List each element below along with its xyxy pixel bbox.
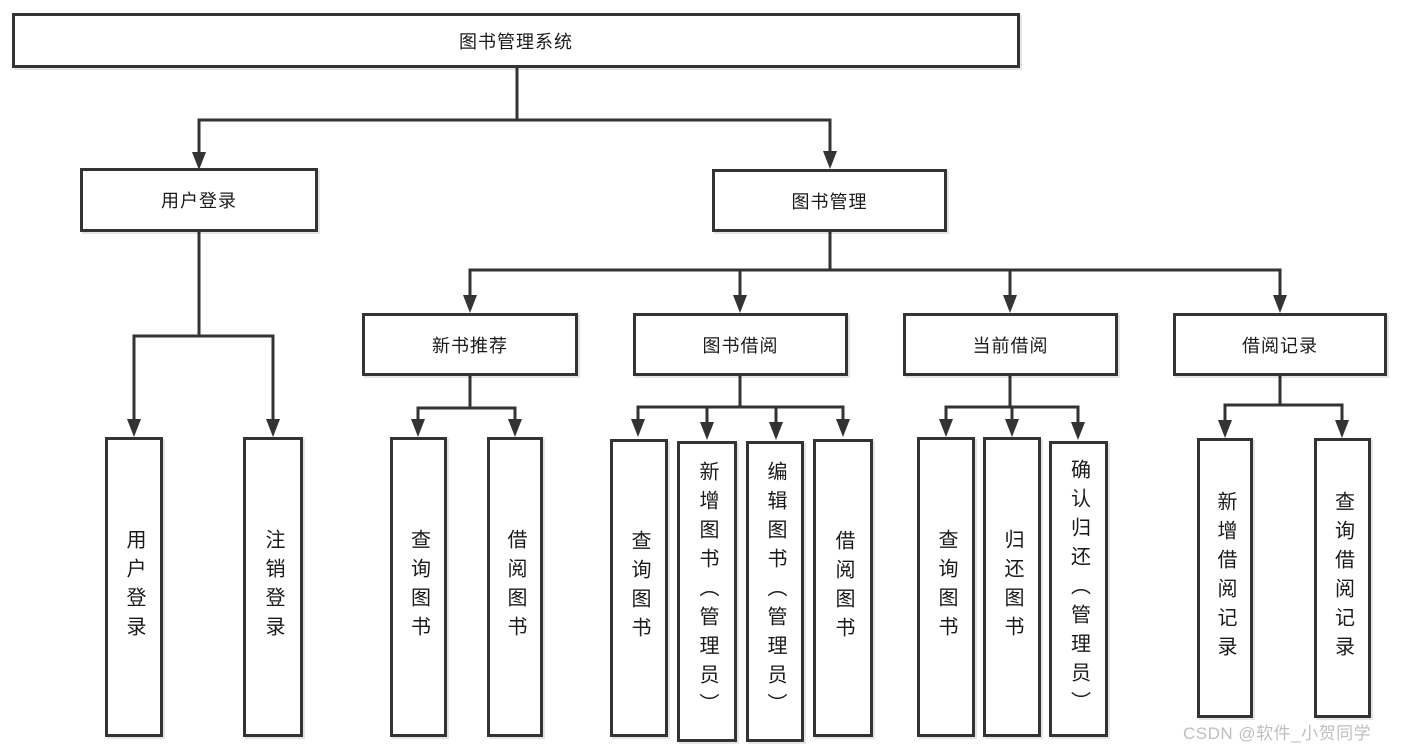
csdn-watermark: CSDN @软件_小贺同学 <box>1183 724 1372 743</box>
arrowhead <box>1273 295 1287 313</box>
node-book-borrowing: 图书借阅 <box>633 313 848 376</box>
leaf-add-books-admin: 新增图书（管理员） <box>677 441 737 742</box>
arrowhead <box>939 419 953 437</box>
arrowhead <box>508 419 522 437</box>
arrowhead <box>733 295 747 313</box>
leaf-label: 注销登录 <box>262 529 284 645</box>
leaf-query-books: 查询图书 <box>917 437 975 737</box>
leaf-label: 归还图书 <box>1001 529 1023 645</box>
arrowhead <box>1005 419 1019 437</box>
arrowhead <box>1335 420 1349 438</box>
connector-new-book-branch <box>416 376 517 421</box>
node-label: 新书推荐 <box>432 335 508 356</box>
connector-user-login-branch <box>132 232 275 421</box>
node-new-book-recommend: 新书推荐 <box>362 313 578 376</box>
node-user-login: 用户登录 <box>80 168 318 232</box>
leaf-label: 查询图书 <box>628 530 650 646</box>
leaf-label: 确认归还（管理员） <box>1067 458 1090 720</box>
arrowhead <box>266 419 280 437</box>
node-label: 用户登录 <box>161 191 237 211</box>
leaf-label: 编辑图书（管理员） <box>764 461 786 722</box>
leaf-borrow-books: 借阅图书 <box>487 437 543 737</box>
leaf-label: 查询图书 <box>935 529 957 645</box>
node-label: 图书管理 <box>791 191 868 212</box>
connector-book-borrow-branch <box>636 376 845 424</box>
leaf-borrow-books: 借阅图书 <box>813 439 873 737</box>
leaf-edit-books-admin: 编辑图书（管理员） <box>746 441 804 742</box>
leaf-label: 借阅图书 <box>504 529 526 645</box>
leaf-add-borrow-record: 新增借阅记录 <box>1197 438 1253 718</box>
leaf-confirm-return-admin: 确认归还（管理员） <box>1049 441 1108 737</box>
leaf-label: 查询借阅记录 <box>1331 491 1354 665</box>
arrowhead <box>411 419 425 437</box>
arrowhead <box>700 422 714 440</box>
arrowhead <box>1218 420 1232 438</box>
leaf-return-books: 归还图书 <box>983 437 1041 737</box>
connector-borrow-record-branch <box>1223 373 1344 422</box>
node-borrowing-records: 借阅记录 <box>1173 313 1387 376</box>
arrowhead <box>823 151 837 169</box>
connector-root-branch <box>197 68 832 152</box>
arrowhead <box>1071 422 1085 440</box>
node-label: 图书管理系统 <box>459 31 573 52</box>
connector-book-mgmt-branch <box>468 232 1282 297</box>
leaf-query-borrow-record: 查询借阅记录 <box>1314 438 1371 718</box>
arrowhead <box>192 152 206 170</box>
node-current-borrowing: 当前借阅 <box>903 313 1118 376</box>
connector-current-borrow-branch <box>944 376 1080 424</box>
leaf-logout: 注销登录 <box>243 437 303 737</box>
leaf-user-login: 用户登录 <box>105 437 163 737</box>
arrowhead <box>127 419 141 437</box>
arrowhead <box>1003 295 1017 313</box>
leaf-label: 借阅图书 <box>832 530 854 646</box>
leaf-label: 查询图书 <box>407 529 430 645</box>
leaf-query-books: 查询图书 <box>390 437 447 737</box>
node-book-management: 图书管理 <box>712 169 947 232</box>
arrowhead <box>463 295 477 313</box>
node-system-root: 图书管理系统 <box>12 13 1020 68</box>
arrowhead <box>769 422 783 440</box>
leaf-query-books: 查询图书 <box>610 439 668 737</box>
arrowhead <box>836 419 850 437</box>
arrowhead <box>631 419 645 437</box>
leaf-label: 用户登录 <box>123 529 145 645</box>
node-label: 图书借阅 <box>702 335 779 356</box>
leaf-label: 新增借阅记录 <box>1214 491 1236 665</box>
node-label: 当前借阅 <box>972 335 1049 356</box>
node-label: 借阅记录 <box>1242 335 1318 356</box>
leaf-label: 新增图书（管理员） <box>696 461 718 722</box>
